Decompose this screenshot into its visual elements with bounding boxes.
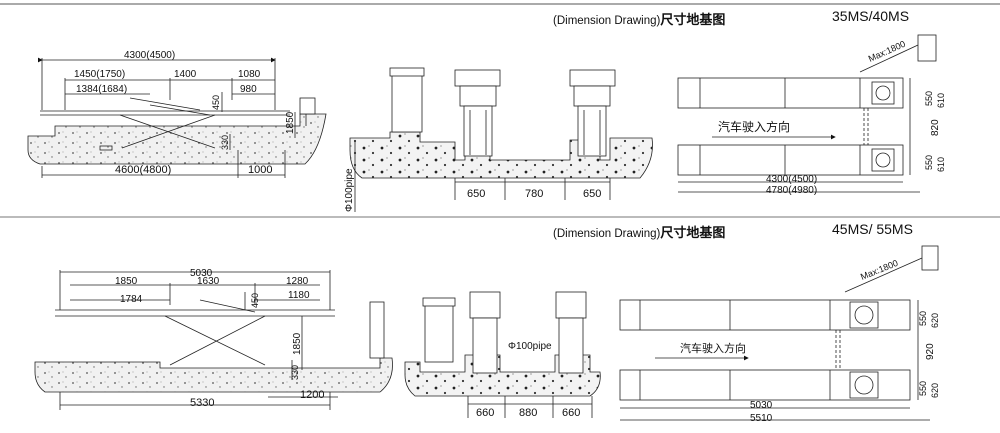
top-len2: 4780(4980) (766, 185, 817, 196)
top-d1: 1450(1750) (74, 69, 125, 80)
bottom-total-len: 5030 (190, 268, 213, 279)
bottom-max: Max:1800 (859, 258, 899, 282)
bottom-w3: 550 (918, 381, 928, 396)
top-d2: 1400 (174, 69, 197, 80)
bottom-len2: 5510 (750, 413, 773, 424)
bottom-d6: 1200 (300, 389, 324, 401)
bottom-gap: 920 (925, 343, 936, 360)
top-plan-view (677, 34, 937, 193)
top-header-cn: 尺寸地基图 (660, 12, 726, 27)
bottom-pipe: Φ100pipe (508, 341, 552, 352)
top-h1850: 1850 (285, 111, 296, 134)
bottom-d2: 1630 (197, 276, 220, 287)
top-d6: 1000 (248, 164, 272, 176)
bottom-h1850: 1850 (292, 332, 303, 355)
top-front-c: 650 (583, 188, 601, 200)
top-model-label: 35MS/40MS (832, 8, 910, 24)
bottom-front-b: 880 (519, 407, 537, 419)
bottom-header-en: (Dimension Drawing) (553, 228, 661, 240)
bottom-header-cn: 尺寸地基图 (660, 225, 726, 240)
bottom-len1: 5030 (750, 400, 773, 411)
bottom-d1: 1850 (115, 276, 138, 287)
bottom-h330: 330 (290, 365, 300, 380)
top-w3: 550 (924, 155, 934, 170)
top-header: (Dimension Drawing)尺寸地基图 (553, 9, 725, 29)
top-w2: 610 (936, 93, 946, 108)
top-front-a: 650 (467, 188, 485, 200)
bottom-front-labels: Φ100pipe 660 880 660 (476, 341, 580, 419)
bottom-d3: 1280 (286, 276, 309, 287)
top-pipe: Φ100pipe (344, 168, 355, 212)
bottom-h450: 450 (250, 293, 260, 308)
top-front-b: 780 (525, 188, 543, 200)
bottom-w1: 550 (918, 311, 928, 326)
top-h330: 330 (220, 135, 230, 150)
bottom-pit-len: 5330 (190, 397, 214, 409)
top-total-len: 4300(4500) (124, 50, 175, 61)
bottom-model-label: 45MS/ 55MS (832, 221, 913, 237)
top-side-labels: 4300(4500) 1450(1750) 1400 1080 1384(168… (74, 50, 296, 176)
top-h450: 450 (211, 95, 221, 110)
bottom-side-view (34, 270, 393, 410)
bottom-w2: 620 (930, 313, 940, 328)
bottom-side-labels: 5030 1850 1630 1280 1784 1180 450 1850 3… (115, 268, 324, 409)
top-d4: 1384(1684) (76, 84, 127, 95)
top-d3: 1080 (238, 69, 261, 80)
bottom-d4: 1784 (120, 294, 143, 305)
top-gap: 820 (930, 119, 941, 136)
top-side-view (27, 57, 327, 178)
bottom-w4: 620 (930, 383, 940, 398)
bottom-front-a: 660 (476, 407, 494, 419)
top-w4: 610 (936, 157, 946, 172)
top-w1: 550 (924, 91, 934, 106)
bottom-front-view (404, 291, 601, 418)
top-len1: 4300(4500) (766, 174, 817, 185)
bottom-header: (Dimension Drawing)尺寸地基图 (553, 222, 725, 242)
bottom-d5: 1180 (288, 290, 310, 301)
top-pit-len: 4600(4800) (115, 164, 171, 176)
top-d5: 980 (240, 84, 257, 95)
top-header-en: (Dimension Drawing) (553, 15, 661, 27)
bottom-direction: 汽车驶入方向 (680, 341, 746, 355)
bottom-front-c: 660 (562, 407, 580, 419)
top-max: Max:1800 (867, 39, 907, 64)
top-front-view (349, 67, 653, 212)
bottom-plan-view (619, 245, 939, 421)
top-front-labels: Φ100pipe 650 780 650 (344, 168, 601, 212)
top-direction: 汽车驶入方向 (718, 119, 790, 134)
